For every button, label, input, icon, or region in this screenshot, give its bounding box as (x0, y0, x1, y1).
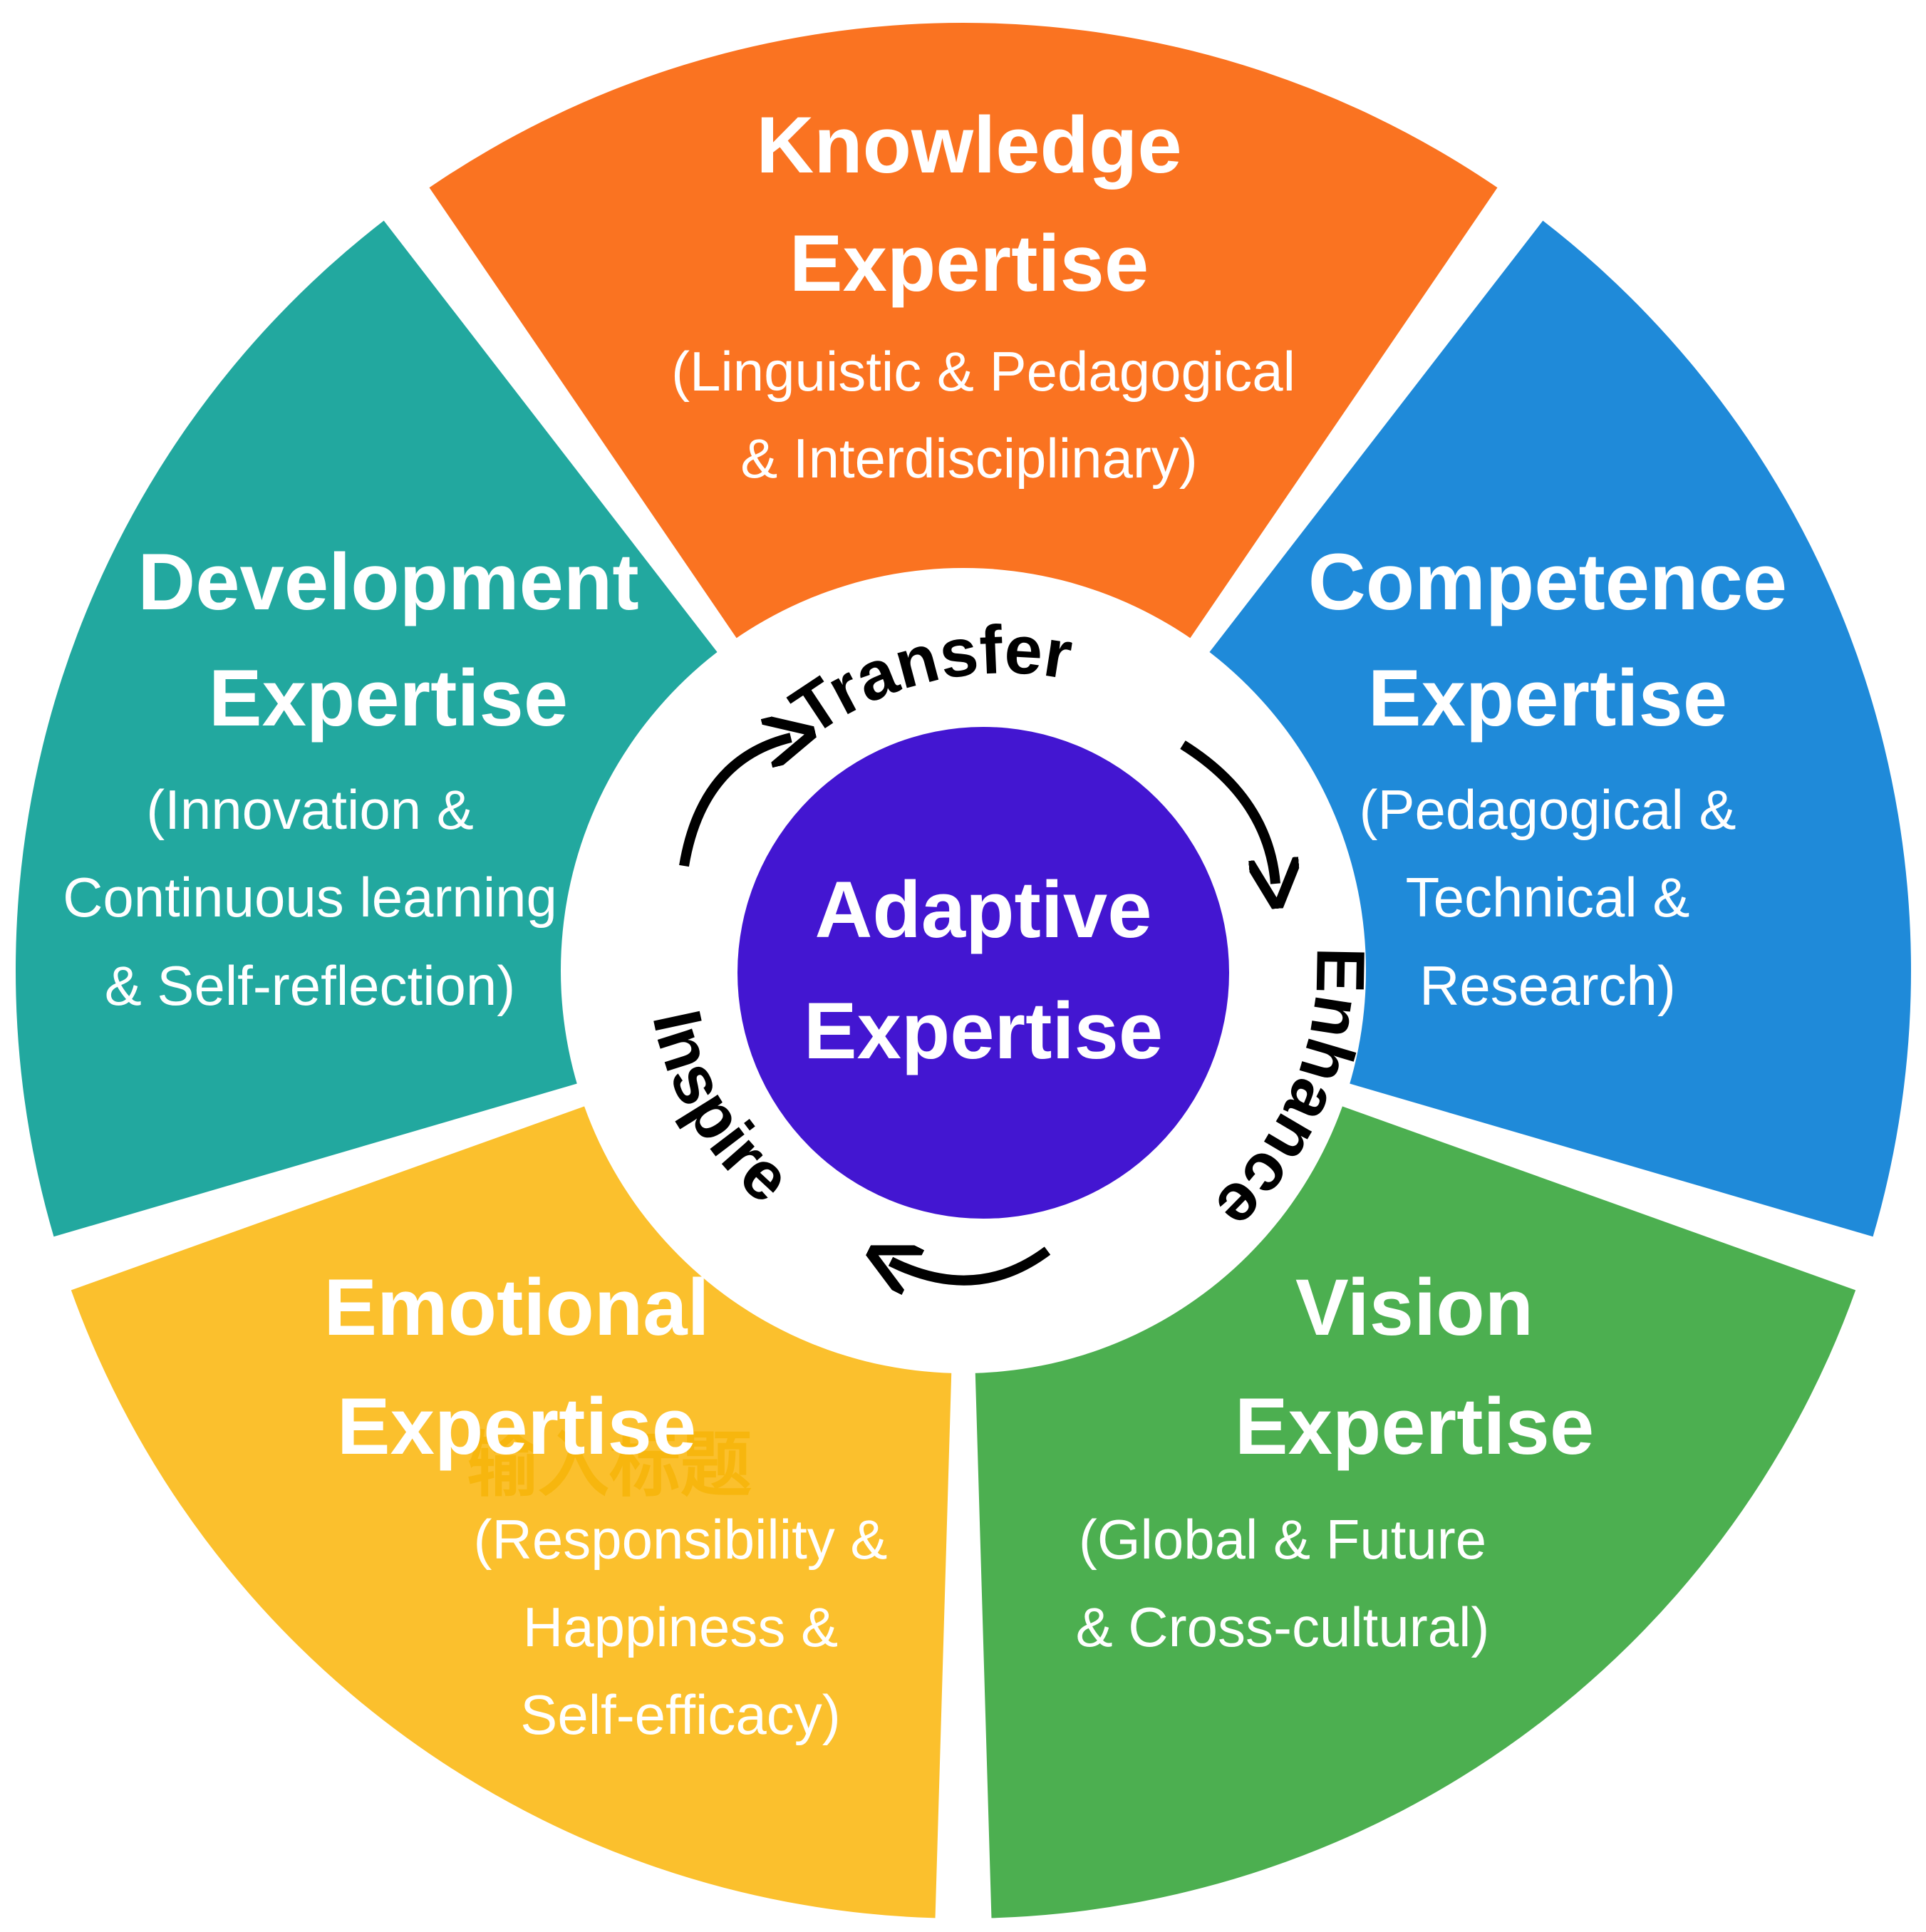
vision-segment (975, 1105, 1856, 1918)
vision-title-line1: Vision (1295, 1263, 1533, 1352)
development-subtitle-line2: Continuous learning (63, 866, 557, 929)
center-circle (737, 727, 1229, 1219)
knowledge-subtitle-line1: (Linguistic & Pedagogical (671, 340, 1295, 403)
development-title-line1: Development (138, 537, 638, 626)
knowledge-subtitle-line2: & Interdisciplinary) (740, 427, 1198, 490)
competence-subtitle-line1: (Pedagogical & (1359, 778, 1736, 841)
competence-title-line2: Expertise (1368, 654, 1727, 743)
emotional-ghost-text: 输入标题 (467, 1425, 752, 1505)
vision-subtitle-line2: & Cross-cultural) (1076, 1596, 1490, 1658)
knowledge-segment (429, 22, 1498, 641)
cycle-arrow-1 (679, 738, 791, 867)
center-title-line2: Expertise (804, 986, 1163, 1075)
emotional-subtitle-line3: Self-efficacy) (520, 1683, 840, 1746)
competence-title-line1: Competence (1308, 537, 1787, 626)
development-segment (16, 220, 720, 1237)
knowledge-title-line2: Expertise (789, 219, 1149, 308)
emotional-title-line2: Expertise (337, 1382, 696, 1471)
emotional-subtitle-line2: Happiness & (523, 1596, 838, 1658)
competence-segment (1207, 220, 1911, 1237)
emotional-segment (71, 1105, 952, 1918)
knowledge-title-line1: Knowledge (756, 100, 1181, 190)
competence-subtitle-line2: Technical & (1406, 866, 1690, 929)
vision-subtitle-line1: (Global & Future (1079, 1508, 1486, 1571)
development-subtitle-line3: & Self-reflection) (105, 954, 516, 1017)
cycle-arrow-3 (891, 1251, 1051, 1281)
competence-subtitle-line3: Research) (1419, 954, 1676, 1017)
vision-title-line2: Expertise (1235, 1382, 1594, 1471)
development-subtitle-line1: (Innovation & (146, 778, 474, 841)
center-title-line1: Adaptive (815, 865, 1152, 954)
emotional-title-line1: Emotional (323, 1263, 709, 1352)
development-title-line2: Expertise (209, 654, 568, 743)
emotional-subtitle-line1: (Responsibility & (474, 1508, 888, 1571)
cycle-arrow-2 (1180, 740, 1275, 884)
